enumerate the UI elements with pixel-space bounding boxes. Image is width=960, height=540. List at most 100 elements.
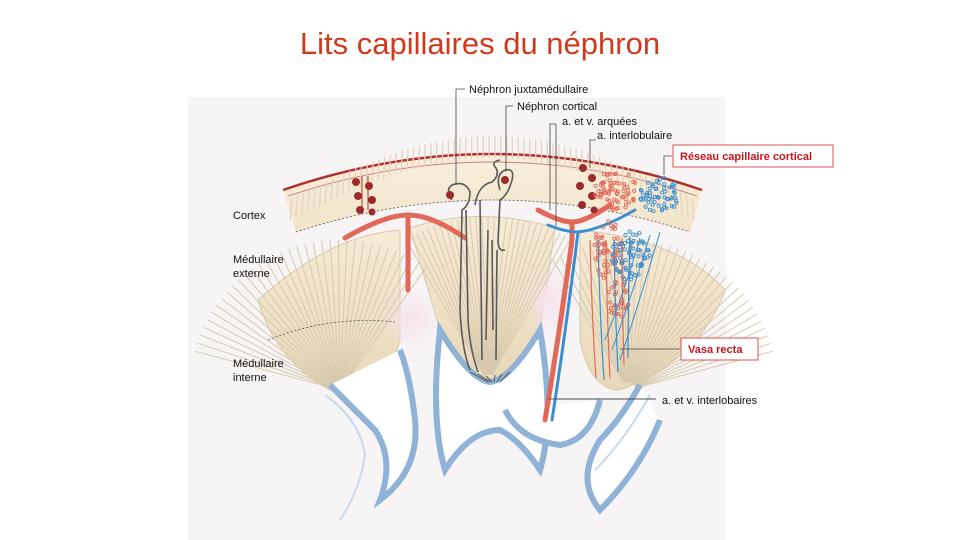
capillary-loop xyxy=(614,180,620,185)
medullary-ray xyxy=(405,238,485,376)
capillary-loop xyxy=(662,182,667,187)
capillary-loop xyxy=(612,249,617,254)
capillary-loop xyxy=(638,196,643,201)
cortical-striation xyxy=(406,149,409,172)
medullary-ray xyxy=(200,334,333,388)
cortical-striation xyxy=(306,189,311,212)
medullary-ray xyxy=(265,259,337,384)
svg-text:Vasa recta: Vasa recta xyxy=(688,344,743,356)
capillary-loop xyxy=(623,197,628,202)
capillary-loop xyxy=(621,189,626,194)
svg-text:Réseau capillaire cortical: Réseau capillaire cortical xyxy=(680,151,812,163)
capillary-loop xyxy=(610,201,615,206)
capillary-loop xyxy=(607,178,612,183)
capillary-loop xyxy=(632,188,637,193)
capillary-loop xyxy=(614,267,619,272)
capillary-loop xyxy=(615,206,620,211)
medullary-ray xyxy=(312,242,340,383)
medullary-ray xyxy=(631,258,701,384)
capillary-loop xyxy=(599,191,604,197)
cortical-striation xyxy=(552,142,555,165)
capillary-loop xyxy=(606,219,611,224)
cortical-striation xyxy=(377,158,380,181)
medullary-ray xyxy=(296,246,339,383)
capillary-loop xyxy=(640,239,645,244)
capillary-loop xyxy=(593,235,598,240)
capillary-loop xyxy=(662,176,667,181)
cortical-striation xyxy=(394,152,397,175)
medullary-ray xyxy=(630,248,679,383)
medullary-ray xyxy=(342,247,389,383)
capillary-loop xyxy=(638,187,643,193)
medullary-ray xyxy=(207,319,334,387)
glomeruli-right xyxy=(576,164,598,214)
capillary-loop xyxy=(619,300,624,305)
medullary-ray xyxy=(226,291,335,386)
medullary-ray xyxy=(488,217,507,375)
medullary-ray xyxy=(632,271,721,384)
label-medullaire-externe-2: externe xyxy=(233,268,270,280)
cortical-striation xyxy=(342,173,345,196)
medullary-ray xyxy=(220,297,334,386)
cortical-striation xyxy=(598,156,601,179)
medullary-ray xyxy=(238,279,335,385)
medullary-rays xyxy=(194,217,774,389)
medullary-ray xyxy=(231,285,335,385)
capillary-loop xyxy=(652,200,657,205)
cortical-striation xyxy=(388,154,392,177)
capillary-loop xyxy=(627,229,632,234)
callout-reseau-capillaire: Réseau capillaire cortical xyxy=(672,144,834,168)
cortical-striation xyxy=(301,192,305,215)
medullary-ray xyxy=(631,254,694,384)
label-medullaire-interne-1: Médullaire xyxy=(233,358,284,370)
capillary-loop xyxy=(659,190,665,195)
capillary-loop xyxy=(623,232,628,238)
capillary-loop xyxy=(667,185,672,190)
glomeruli-left xyxy=(352,176,376,216)
capillary-loop xyxy=(606,249,611,254)
capillary-loop xyxy=(652,194,657,199)
cortical-striation xyxy=(546,141,549,164)
capillary-loop xyxy=(601,262,606,268)
medullary-ray xyxy=(632,266,715,384)
capillary-loop xyxy=(645,190,650,195)
capillary-loop xyxy=(645,180,651,185)
capillary-loop xyxy=(646,248,651,253)
cortical-striation xyxy=(330,178,334,201)
capillary-loop xyxy=(601,241,606,246)
medullary-ray xyxy=(633,287,739,385)
capillary-loop xyxy=(601,225,606,230)
arcuate-vessels-right xyxy=(535,202,637,423)
capillary-loop xyxy=(622,240,628,245)
medullary-ray xyxy=(329,240,340,383)
cortical-striation xyxy=(418,145,421,168)
renal-capsule xyxy=(282,152,703,192)
capillary-loop xyxy=(631,179,636,184)
capillary-loop xyxy=(628,241,633,246)
medullary-ray xyxy=(629,245,671,383)
capillary-loop xyxy=(636,254,641,259)
capillary-loop xyxy=(623,267,629,272)
label-artere-interlobulaire: a. interlobulaire xyxy=(597,130,672,142)
capillary-loop xyxy=(624,184,630,189)
capillary-loop xyxy=(610,205,615,210)
capillary-loop xyxy=(609,258,615,263)
capillary-loop xyxy=(647,253,652,258)
cortical-striation xyxy=(691,197,695,221)
medullary-ray xyxy=(631,262,708,384)
capillary-loop xyxy=(615,191,620,196)
capillary-loop xyxy=(669,184,674,189)
cortical-striation xyxy=(575,149,578,172)
cortical-striation xyxy=(289,197,293,221)
label-medullaire-interne-2: interne xyxy=(233,372,267,384)
medullary-ray xyxy=(427,228,486,375)
cortical-striation xyxy=(679,192,683,215)
medullary-ray xyxy=(215,304,334,386)
capillary-loop xyxy=(612,171,617,177)
capillary-loop xyxy=(601,172,607,177)
medullary-ray xyxy=(340,240,356,383)
capillary-loop xyxy=(671,204,676,209)
capillary-loop xyxy=(674,200,679,205)
medullary-ray xyxy=(444,222,487,375)
